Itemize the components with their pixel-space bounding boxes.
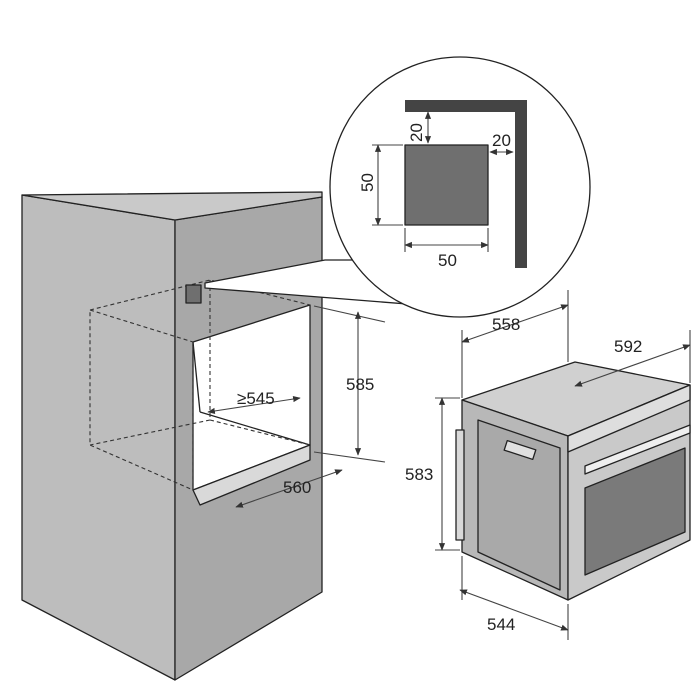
- niche-height-label: 585: [346, 375, 374, 394]
- oven-window: [584, 447, 686, 576]
- niche-dimensions: 585 ≥545 560: [207, 305, 386, 508]
- niche-depth-label: ≥545: [237, 389, 275, 408]
- oven-height-label: 583: [405, 465, 433, 484]
- niche-width-label: 560: [283, 478, 311, 497]
- oven-depth-label: 558: [492, 315, 520, 334]
- oven-inner-width-label: 544: [487, 615, 515, 634]
- vent-height-label: 20: [407, 123, 426, 142]
- oven-control-strip: [567, 384, 691, 453]
- vent-square-enlarged: [404, 144, 489, 226]
- cabinet-front-face: [21, 194, 176, 681]
- oven-handle-side: [503, 439, 537, 461]
- oven-dimensions: 558 592 583 544: [405, 290, 691, 640]
- vent-side-label: 20: [492, 131, 511, 150]
- vent-detail-callout: 20 20 50 50: [204, 56, 591, 318]
- vent-size-vertical-label: 50: [358, 173, 377, 192]
- oven: [455, 361, 691, 601]
- cabinet-top-face: [21, 191, 323, 221]
- cabinet: [21, 191, 323, 681]
- niche-outline-dashed: [89, 309, 194, 491]
- oven-hinge: [455, 429, 465, 541]
- vent-opening: [185, 284, 202, 304]
- oven-width-label: 592: [614, 337, 642, 356]
- oven-door-handle: [584, 424, 691, 475]
- vent-size-horizontal-label: 50: [438, 251, 457, 270]
